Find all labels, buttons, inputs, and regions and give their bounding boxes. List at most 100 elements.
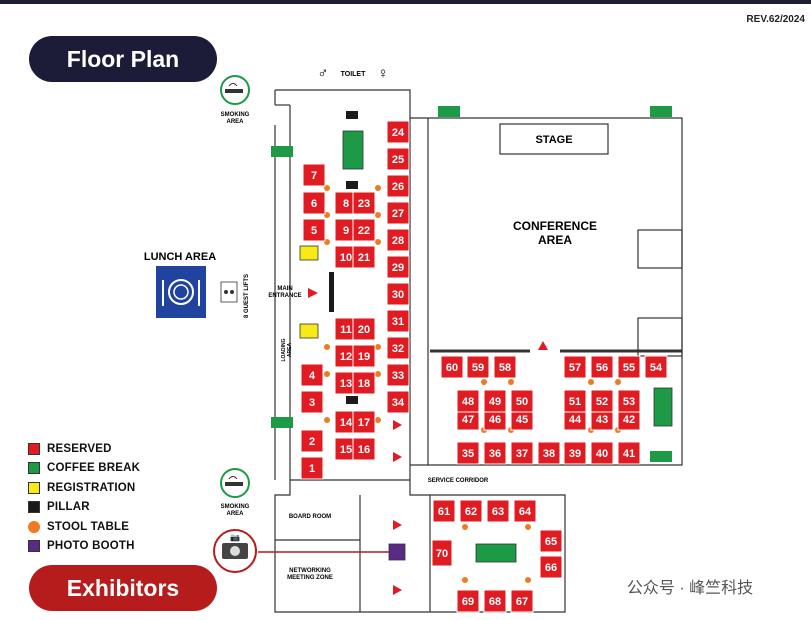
booth-28-box[interactable] <box>386 228 410 252</box>
booth-57[interactable]: 57 <box>563 355 587 379</box>
booth-65[interactable]: 65 <box>539 529 563 553</box>
booth-1[interactable]: 1 <box>300 456 324 480</box>
booth-31-box[interactable] <box>386 309 410 333</box>
booth-39[interactable]: 39 <box>563 441 587 465</box>
booth-54[interactable]: 54 <box>644 355 668 379</box>
booth-7-box[interactable] <box>302 163 326 187</box>
booth-30-box[interactable] <box>386 282 410 306</box>
booth-70-box[interactable] <box>431 539 453 567</box>
booth-17[interactable]: 17 <box>352 410 376 434</box>
booth-50-box[interactable] <box>510 389 534 413</box>
booth-23-box[interactable] <box>352 191 376 215</box>
booth-69[interactable]: 69 <box>456 589 480 613</box>
booth-59-box[interactable] <box>466 355 490 379</box>
booth-60[interactable]: 60 <box>440 355 464 379</box>
booth-36[interactable]: 36 <box>483 441 507 465</box>
booth-6[interactable]: 6 <box>302 191 326 215</box>
booth-48-box[interactable] <box>456 389 480 413</box>
booth-54-box[interactable] <box>644 355 668 379</box>
booth-29-box[interactable] <box>386 255 410 279</box>
booth-35-box[interactable] <box>456 441 480 465</box>
booth-42[interactable]: 42 <box>617 407 641 431</box>
booth-20[interactable]: 20 <box>352 317 376 341</box>
booth-29[interactable]: 29 <box>386 255 410 279</box>
booth-64-box[interactable] <box>513 499 537 523</box>
booth-63-box[interactable] <box>486 499 510 523</box>
booth-13[interactable]: 13 <box>334 371 358 395</box>
booth-65-box[interactable] <box>539 529 563 553</box>
booth-2-box[interactable] <box>300 429 324 453</box>
booth-64[interactable]: 64 <box>513 499 537 523</box>
booth-31[interactable]: 31 <box>386 309 410 333</box>
booth-4[interactable]: 4 <box>300 363 324 387</box>
booth-17-box[interactable] <box>352 410 376 434</box>
booth-21-box[interactable] <box>352 245 376 269</box>
booth-33-box[interactable] <box>386 363 410 387</box>
booth-24-box[interactable] <box>386 120 410 144</box>
booth-27[interactable]: 27 <box>386 201 410 225</box>
booth-2[interactable]: 2 <box>300 429 324 453</box>
booth-60-box[interactable] <box>440 355 464 379</box>
booth-24[interactable]: 24 <box>386 120 410 144</box>
booth-11[interactable]: 11 <box>334 317 358 341</box>
booth-47[interactable]: 47 <box>456 407 480 431</box>
booth-68-box[interactable] <box>483 589 507 613</box>
booth-28[interactable]: 28 <box>386 228 410 252</box>
booth-66[interactable]: 66 <box>539 555 563 579</box>
booth-51[interactable]: 51 <box>563 389 587 413</box>
booth-43[interactable]: 43 <box>590 407 614 431</box>
booth-51-box[interactable] <box>563 389 587 413</box>
booth-3[interactable]: 3 <box>300 390 324 414</box>
booth-25-box[interactable] <box>386 147 410 171</box>
booth-62[interactable]: 62 <box>459 499 483 523</box>
booth-4-box[interactable] <box>300 363 324 387</box>
booth-63[interactable]: 63 <box>486 499 510 523</box>
booth-68[interactable]: 68 <box>483 589 507 613</box>
booth-38-box[interactable] <box>537 441 561 465</box>
booth-56[interactable]: 56 <box>590 355 614 379</box>
booth-49[interactable]: 49 <box>483 389 507 413</box>
booth-46[interactable]: 46 <box>483 407 507 431</box>
booth-41[interactable]: 41 <box>617 441 641 465</box>
booth-36-box[interactable] <box>483 441 507 465</box>
booth-40-box[interactable] <box>590 441 614 465</box>
booth-44[interactable]: 44 <box>563 407 587 431</box>
booth-41-box[interactable] <box>617 441 641 465</box>
booth-52[interactable]: 52 <box>590 389 614 413</box>
booth-34-box[interactable] <box>386 390 410 414</box>
booth-19-box[interactable] <box>352 344 376 368</box>
booth-61[interactable]: 61 <box>432 499 456 523</box>
booth-40[interactable]: 40 <box>590 441 614 465</box>
booth-50[interactable]: 50 <box>510 389 534 413</box>
booth-58[interactable]: 58 <box>493 355 517 379</box>
booth-48[interactable]: 48 <box>456 389 480 413</box>
booth-5[interactable]: 5 <box>302 218 326 242</box>
booth-62-box[interactable] <box>459 499 483 523</box>
booth-53-box[interactable] <box>617 389 641 413</box>
booth-6-box[interactable] <box>302 191 326 215</box>
booth-26-box[interactable] <box>386 174 410 198</box>
booth-38[interactable]: 38 <box>537 441 561 465</box>
booth-67-box[interactable] <box>510 589 534 613</box>
booth-22-box[interactable] <box>352 218 376 242</box>
booth-53[interactable]: 53 <box>617 389 641 413</box>
booth-18-box[interactable] <box>352 371 376 395</box>
booth-59[interactable]: 59 <box>466 355 490 379</box>
booth-52-box[interactable] <box>590 389 614 413</box>
booth-21[interactable]: 21 <box>352 245 376 269</box>
booth-37-box[interactable] <box>510 441 534 465</box>
booth-7[interactable]: 7 <box>302 163 326 187</box>
booth-32-box[interactable] <box>386 336 410 360</box>
booth-66-box[interactable] <box>539 555 563 579</box>
booth-33[interactable]: 33 <box>386 363 410 387</box>
booth-58-box[interactable] <box>493 355 517 379</box>
booth-25[interactable]: 25 <box>386 147 410 171</box>
booth-67[interactable]: 67 <box>510 589 534 613</box>
booth-35[interactable]: 35 <box>456 441 480 465</box>
booth-70[interactable]: 70 <box>431 539 453 567</box>
booth-56-box[interactable] <box>590 355 614 379</box>
booth-3-box[interactable] <box>300 390 324 414</box>
booth-16-box[interactable] <box>352 437 376 461</box>
booth-30[interactable]: 30 <box>386 282 410 306</box>
booth-69-box[interactable] <box>456 589 480 613</box>
